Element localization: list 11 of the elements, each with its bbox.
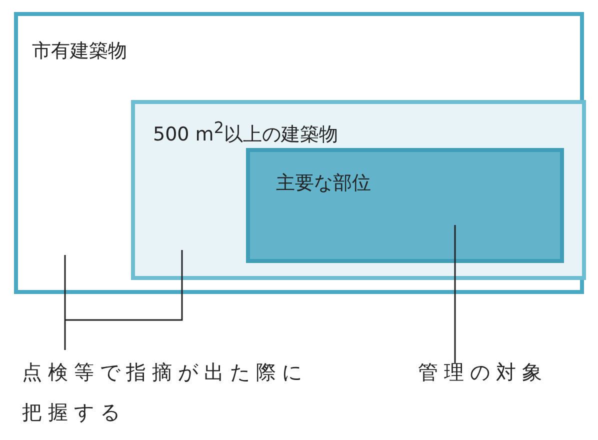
note-text: 管理の対象 <box>418 352 598 392</box>
region-title: 500 m$^{2}$以上の建築物 <box>153 118 338 148</box>
leader-line <box>65 250 183 321</box>
building-region <box>14 12 584 294</box>
leader-line <box>64 255 66 350</box>
region-title: 主要な部位 <box>276 171 371 196</box>
region-title: 市有建築物 <box>32 39 127 64</box>
leader-line <box>454 225 456 363</box>
note-text: 点検等で指摘が出た際に把握する <box>22 352 322 432</box>
large-building-region <box>131 100 586 280</box>
main-part-region <box>246 148 564 263</box>
